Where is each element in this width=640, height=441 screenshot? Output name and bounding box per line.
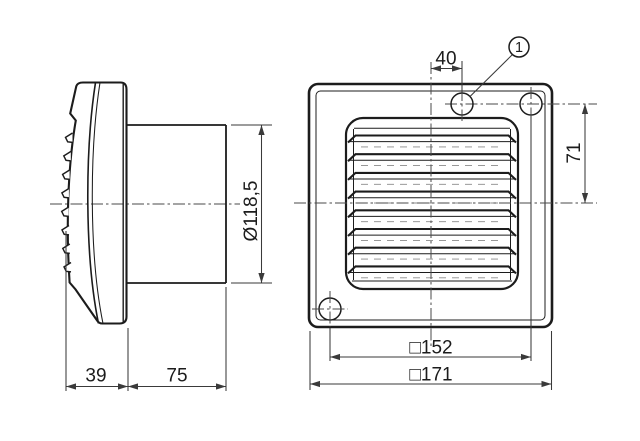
duct-spigot [127, 124, 227, 284]
callout-number: 1 [515, 40, 523, 56]
dim-label-duct-diameter: Ø118,5 [241, 181, 262, 242]
cover-face-inner-curve-2 [91, 82, 104, 324]
grille-louvers [346, 134, 518, 282]
side-view-dimensions: 39 75 Ø118,5 [65, 124, 272, 391]
dim-label-hole-pitch: □152 [409, 338, 452, 359]
callout-leader-line [469, 54, 513, 97]
side-view [50, 81, 240, 325]
callout-balloon [508, 36, 530, 58]
callout-1: 1 [469, 36, 530, 97]
cover-face-inner-curve [87, 82, 100, 324]
dim-label-hole-offset: 40 [435, 49, 456, 70]
dim-label-hole-vertical: 71 [564, 142, 585, 163]
dim-label-cover-depth: 39 [85, 366, 106, 387]
dim-label-cover-size: □171 [409, 365, 452, 386]
front-view-dimensions: 40 71 □152 □171 1 [309, 36, 589, 390]
dim-label-duct-length: 75 [166, 366, 187, 387]
front-view [294, 62, 597, 349]
mounting-holes [312, 87, 543, 327]
